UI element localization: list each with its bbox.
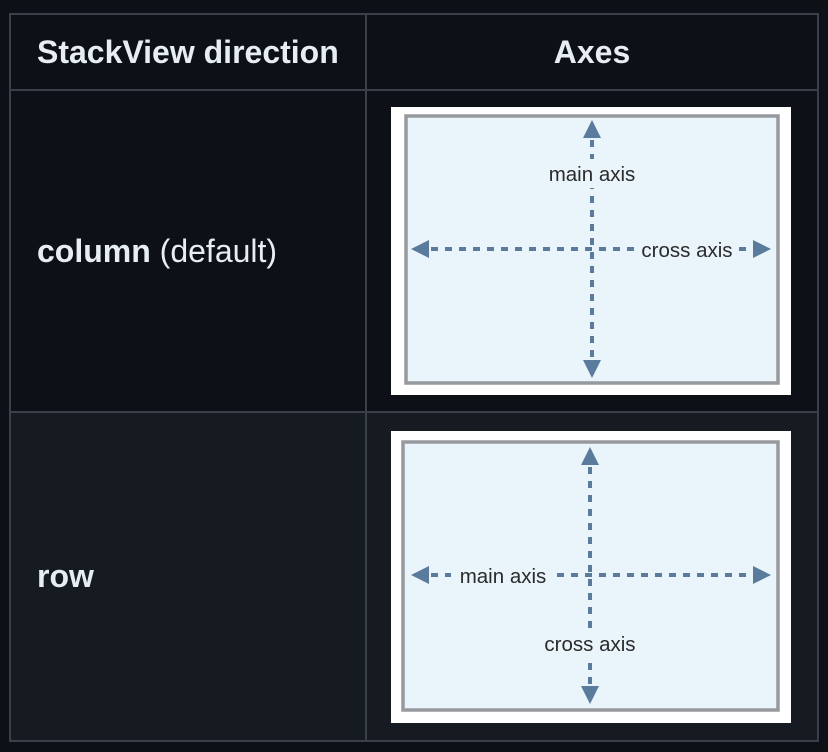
header-axes: Axes [365, 13, 819, 91]
arrow-down-icon [583, 360, 601, 378]
cross-axis-label-bg [538, 628, 642, 658]
direction-value: row [37, 558, 94, 594]
arrow-left-icon [411, 565, 429, 584]
main-axis-label-bg [451, 560, 555, 590]
direction-cell-row: row [9, 411, 367, 742]
cross-axis-label: cross axis [641, 239, 732, 262]
arrow-down-icon [581, 685, 599, 704]
cross-axis-label-bg [635, 235, 739, 264]
cross-axis-label: cross axis [544, 633, 635, 656]
table-row-row: row [9, 411, 819, 742]
axes-cell-row: main axis cross axis [365, 411, 819, 742]
arrow-up-icon [581, 446, 599, 465]
direction-suffix: (default) [150, 232, 278, 269]
arrow-right-icon [753, 240, 771, 258]
direction-cell-column: column (default) [9, 89, 367, 413]
arrow-right-icon [753, 565, 771, 584]
table-header-row: StackView direction Axes [9, 13, 819, 91]
main-axis-label: main axis [460, 565, 547, 588]
table-row-column: column (default) [9, 89, 819, 413]
axes-cell-column: main axis cross axis [365, 89, 819, 413]
direction-value: column [37, 232, 151, 269]
arrow-left-icon [411, 240, 429, 258]
axes-diagram-column: main axis cross axis [391, 107, 793, 395]
main-axis-label-bg [538, 159, 646, 188]
axes-diagram-row: main axis cross axis [391, 430, 793, 723]
header-stackview-direction: StackView direction [9, 13, 367, 91]
main-axis-label: main axis [549, 163, 636, 186]
stackview-direction-table: StackView direction Axes column (default… [9, 13, 819, 742]
arrow-up-icon [583, 120, 601, 138]
